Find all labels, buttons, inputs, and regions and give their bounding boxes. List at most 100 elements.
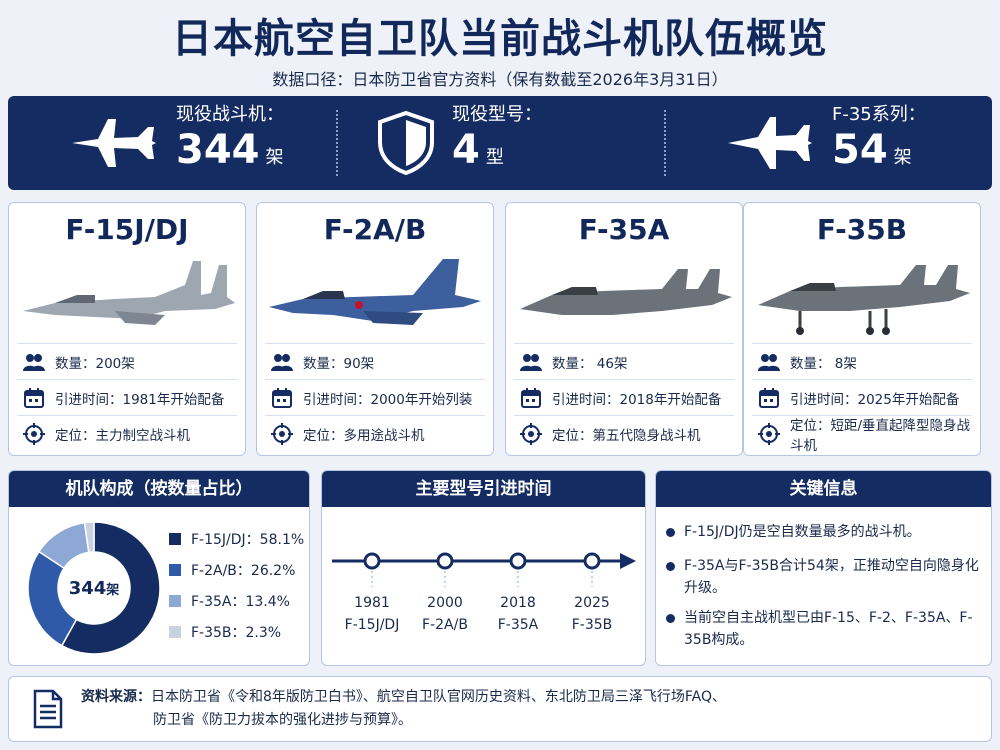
stat-label: F-35系列： [832,104,926,125]
page-title: 日本航空自卫队当前战斗机队伍概览 [172,16,828,62]
f35b-aircraft-image [758,265,970,335]
stat-value: 344 [176,127,260,173]
source-label: 资料来源： [81,689,151,705]
legend-item: F-35B：2.3% [169,616,304,647]
aircraft-intro-row: 引进时间：1981年开始配备 [17,379,237,415]
donut-slice-0 [60,521,161,655]
aircraft-intro-row: 引进时间：2000年开始列装 [265,379,485,415]
aircraft-intro-row: 引进时间：2018年开始配备 [514,379,734,415]
timeline-model: F-2A/B [422,617,468,633]
aircraft-count: 数量：200架 [55,355,135,372]
svg-text:344架: 344架 [69,578,120,599]
stat-unit: 架 [265,147,284,168]
aircraft-card-f2: F-2A/B 数量：90架 引进时间：2000年开始列装 定位：多用途战斗机 [256,202,494,456]
aircraft-role-row: 定位：多用途战斗机 [265,415,485,451]
aircraft-name: F-35B [816,213,908,246]
donut-slice-1 [27,550,78,647]
stat-label: 现役战斗机： [176,104,284,125]
aircraft-intro-row: 引进时间：2025年开始配备 [752,379,972,415]
key-info-panel: 关键信息 F-15J/DJ仍是空自数量最多的战斗机。 F-35A与F-35B合计… [655,470,992,666]
legend-label: F-35B：2.3% [191,624,282,641]
timeline-year: 1981 [354,595,390,611]
stat-value: 4 [452,127,480,173]
aircraft-card-f15: F-15J/DJ 数量：200架 引进时间：1981年开始配备 定位：主力制空战… [8,202,246,456]
people-icon [23,353,45,371]
source-line1: 日本防卫省《令和8年版防卫白书》、航空自卫队官网历史资料、东北防卫局三泽飞行场F… [151,689,727,705]
aircraft-role: 定位：多用途战斗机 [303,427,425,444]
aircraft-name: F-2A/B [323,213,427,246]
target-icon [520,422,542,445]
people-icon [758,353,780,371]
aircraft-count: 数量： 8架 [790,355,857,372]
aircraft-count-row: 数量： 46架 [514,343,734,379]
target-icon [758,422,780,445]
composition-donut-chart: 344架 [27,521,161,655]
source-box: 资料来源：日本防卫省《令和8年版防卫白书》、航空自卫队官网历史资料、东北防卫局三… [8,676,992,742]
stat-label: 现役型号： [452,104,542,125]
key-info-point: F-35A与F-35B合计54架，正推动空自向隐身化升级。 [666,555,979,599]
aircraft-card-f35a: F-35A 数量： 46架 引进时间：2018年开始配备 定位：第五代隐身战斗机 [505,202,743,456]
aircraft-role-row: 定位：短距/垂直起降型隐身战斗机 [752,415,972,454]
timeline-year: 2000 [427,595,463,611]
timeline-node-1981 [363,552,381,587]
donut-center-unit: 架 [105,582,119,598]
legend-label: F-15J/DJ：58.1% [191,531,305,548]
aircraft-role: 定位：第五代隐身战斗机 [552,427,701,444]
legend-item: F-15J/DJ：58.1% [169,523,304,554]
legend-swatch [169,563,181,576]
legend-swatch [169,594,181,607]
page-subtitle: 数据口径：日本防卫省官方资料（保有数截至2026年3月31日） [272,70,728,89]
stat-unit: 架 [893,147,912,168]
calendar-icon [759,387,779,408]
stealth-jet-icon [728,117,812,169]
calendar-icon [272,387,292,408]
aircraft-card-f35b: F-35B 数量： 8架 引进时间：2025年开始配备 定位：短距/垂直起降型隐… [743,202,981,456]
fighter-jet-icon [72,119,156,167]
timeline-model: F-35B [572,617,613,633]
legend-item: F-35A：13.4% [169,585,304,616]
aircraft-count-row: 数量：200架 [17,343,237,379]
donut-center-value: 344 [69,578,107,599]
aircraft-count: 数量：90架 [303,355,375,372]
aircraft-role: 定位：主力制空战斗机 [55,427,190,444]
legend-swatch [169,532,181,545]
stat-value: 54 [832,127,888,173]
aircraft-role-row: 定位：第五代隐身战斗机 [514,415,734,451]
legend-swatch [169,625,181,638]
aircraft-intro: 引进时间：2000年开始列装 [303,391,473,408]
legend-label: F-35A：13.4% [191,593,290,610]
stat-unit: 型 [485,147,504,168]
key-info-heading: 关键信息 [656,471,991,507]
timeline-node-2018 [509,552,527,587]
timeline-model: F-35A [498,617,539,633]
composition-legend: F-15J/DJ：58.1% F-2A/B：26.2% F-35A：13.4% … [169,523,304,647]
aircraft-role-row: 定位：主力制空战斗机 [17,415,237,451]
aircraft-count-row: 数量： 8架 [752,343,972,379]
legend-label: F-2A/B：26.2% [191,562,296,579]
legend-item: F-2A/B：26.2% [169,554,304,585]
f15-aircraft-image [23,261,235,325]
key-info-point: 当前空自主战机型已由F-15、F-2、F-35A、F-35B构成。 [666,607,979,651]
donut-slice-3 [83,521,95,554]
f2-aircraft-image [269,259,481,325]
timeline-node-2025 [583,552,601,587]
key-info-point: F-15J/DJ仍是空自数量最多的战斗机。 [666,521,979,543]
calendar-icon [521,387,541,408]
timeline-year: 2025 [574,595,610,611]
aircraft-intro: 引进时间：1981年开始配备 [55,391,225,408]
timeline-heading: 主要型号引进时间 [322,471,645,507]
document-icon [33,689,63,729]
f35a-aircraft-image [520,269,732,315]
aircraft-name: F-15J/DJ [65,213,189,246]
timeline-node-2000 [436,552,454,587]
target-icon [271,422,293,445]
timeline-graphic: 1981 F-15J/DJ 2000 F-2A/B 2018 F-35A 202… [332,552,636,633]
aircraft-count-row: 数量：90架 [265,343,485,379]
calendar-icon [24,387,44,408]
people-icon [520,353,542,371]
timeline-panel: 主要型号引进时间 1981 F-15J/DJ 2000 F-2A/B 2018 … [321,470,646,666]
composition-heading: 机队构成（按数量占比） [9,471,309,507]
aircraft-intro: 引进时间：2025年开始配备 [790,391,960,408]
